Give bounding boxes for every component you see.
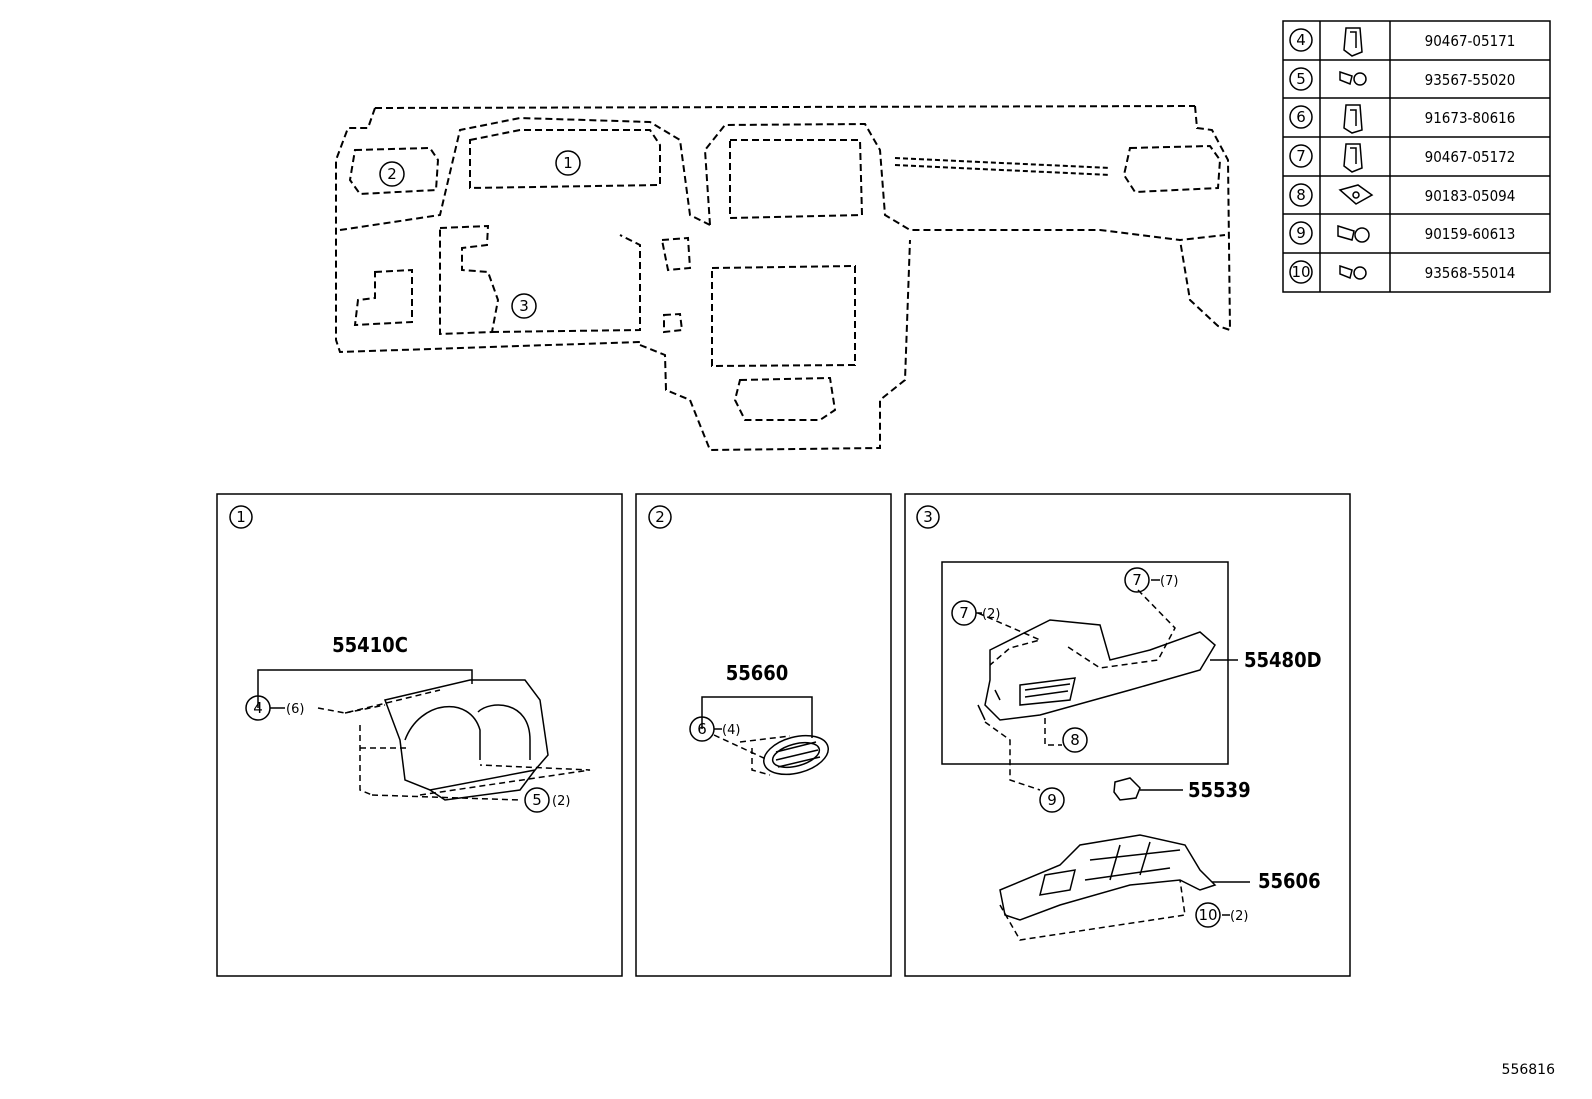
panel-3-ref: 3 bbox=[923, 508, 933, 526]
clip-icon bbox=[1343, 27, 1363, 57]
dashboard-overview bbox=[335, 105, 1232, 452]
clip-55539-illustration bbox=[1113, 777, 1141, 801]
parts-table-grid bbox=[1282, 20, 1551, 293]
callout-4: 4 bbox=[253, 699, 263, 717]
screw-icon bbox=[1339, 70, 1367, 86]
parts-table-icons bbox=[1337, 27, 1374, 280]
panel3-callout-circles bbox=[951, 567, 1221, 928]
table-ref: 6 bbox=[1296, 108, 1306, 126]
overview-callout-1: 1 bbox=[563, 154, 573, 172]
lower-cover-55606-illustration bbox=[999, 834, 1217, 921]
table-part-number: 90159-60613 bbox=[1425, 225, 1516, 243]
callout-6: 6 bbox=[697, 720, 707, 738]
panel-2-ref: 2 bbox=[655, 508, 665, 526]
clip-icon bbox=[1343, 143, 1363, 173]
callout-7: 7 bbox=[959, 604, 969, 622]
panel-1-ref: 1 bbox=[236, 508, 246, 526]
table-ref: 10 bbox=[1291, 263, 1310, 281]
screw-icon bbox=[1339, 264, 1367, 280]
callout-7: 7 bbox=[1132, 571, 1142, 589]
cluster-panel-illustration bbox=[383, 679, 549, 801]
part-number-55606: 55606 bbox=[1258, 869, 1321, 893]
parts-table-ref-circles bbox=[1289, 28, 1313, 284]
nut-icon bbox=[1338, 184, 1374, 205]
table-part-number: 91673-80616 bbox=[1425, 109, 1516, 127]
callout-5-qty: (2) bbox=[552, 794, 570, 809]
table-ref: 7 bbox=[1296, 147, 1306, 165]
callout-7-qty: (7) bbox=[1160, 574, 1178, 589]
callout-10: 10 bbox=[1198, 906, 1217, 924]
clip-icon bbox=[1343, 104, 1363, 134]
overview-callout-3: 3 bbox=[519, 297, 529, 315]
table-part-number: 90183-05094 bbox=[1425, 187, 1516, 205]
part-number-55410C: 55410C bbox=[332, 633, 408, 657]
table-part-number: 90467-05171 bbox=[1425, 32, 1516, 50]
overview-callouts bbox=[379, 150, 581, 319]
callout-6-qty: (4) bbox=[722, 723, 740, 738]
table-ref: 5 bbox=[1296, 70, 1306, 88]
figure-code: 556816 bbox=[1502, 1062, 1556, 1078]
vent-illustration bbox=[763, 734, 829, 776]
table-part-number: 93568-55014 bbox=[1425, 264, 1516, 282]
overview-callout-2: 2 bbox=[387, 165, 397, 183]
part-number-55539: 55539 bbox=[1188, 778, 1251, 802]
callout-10-qty: (2) bbox=[1230, 909, 1248, 924]
table-ref: 8 bbox=[1296, 186, 1306, 204]
callout-8: 8 bbox=[1070, 731, 1080, 749]
table-ref: 9 bbox=[1296, 224, 1306, 242]
part-number-55480D: 55480D bbox=[1244, 648, 1322, 672]
panel-frames bbox=[216, 493, 1351, 977]
panel1-leaders bbox=[245, 669, 591, 813]
screw-icon bbox=[1337, 224, 1370, 243]
callout-5: 5 bbox=[532, 791, 542, 809]
panel3-solid-leaders bbox=[976, 579, 1250, 916]
callout-7-qty: (2) bbox=[982, 607, 1000, 622]
table-part-number: 90467-05172 bbox=[1425, 148, 1516, 166]
callout-4-qty: (6) bbox=[286, 702, 304, 717]
table-part-number: 93567-55020 bbox=[1425, 71, 1516, 89]
panel2-leaders bbox=[689, 696, 813, 776]
table-ref: 4 bbox=[1296, 31, 1306, 49]
part-number-55660: 55660 bbox=[726, 661, 789, 685]
callout-9: 9 bbox=[1047, 791, 1057, 809]
panel3-leaders bbox=[977, 589, 1186, 941]
under-cover-illustration bbox=[977, 619, 1216, 721]
